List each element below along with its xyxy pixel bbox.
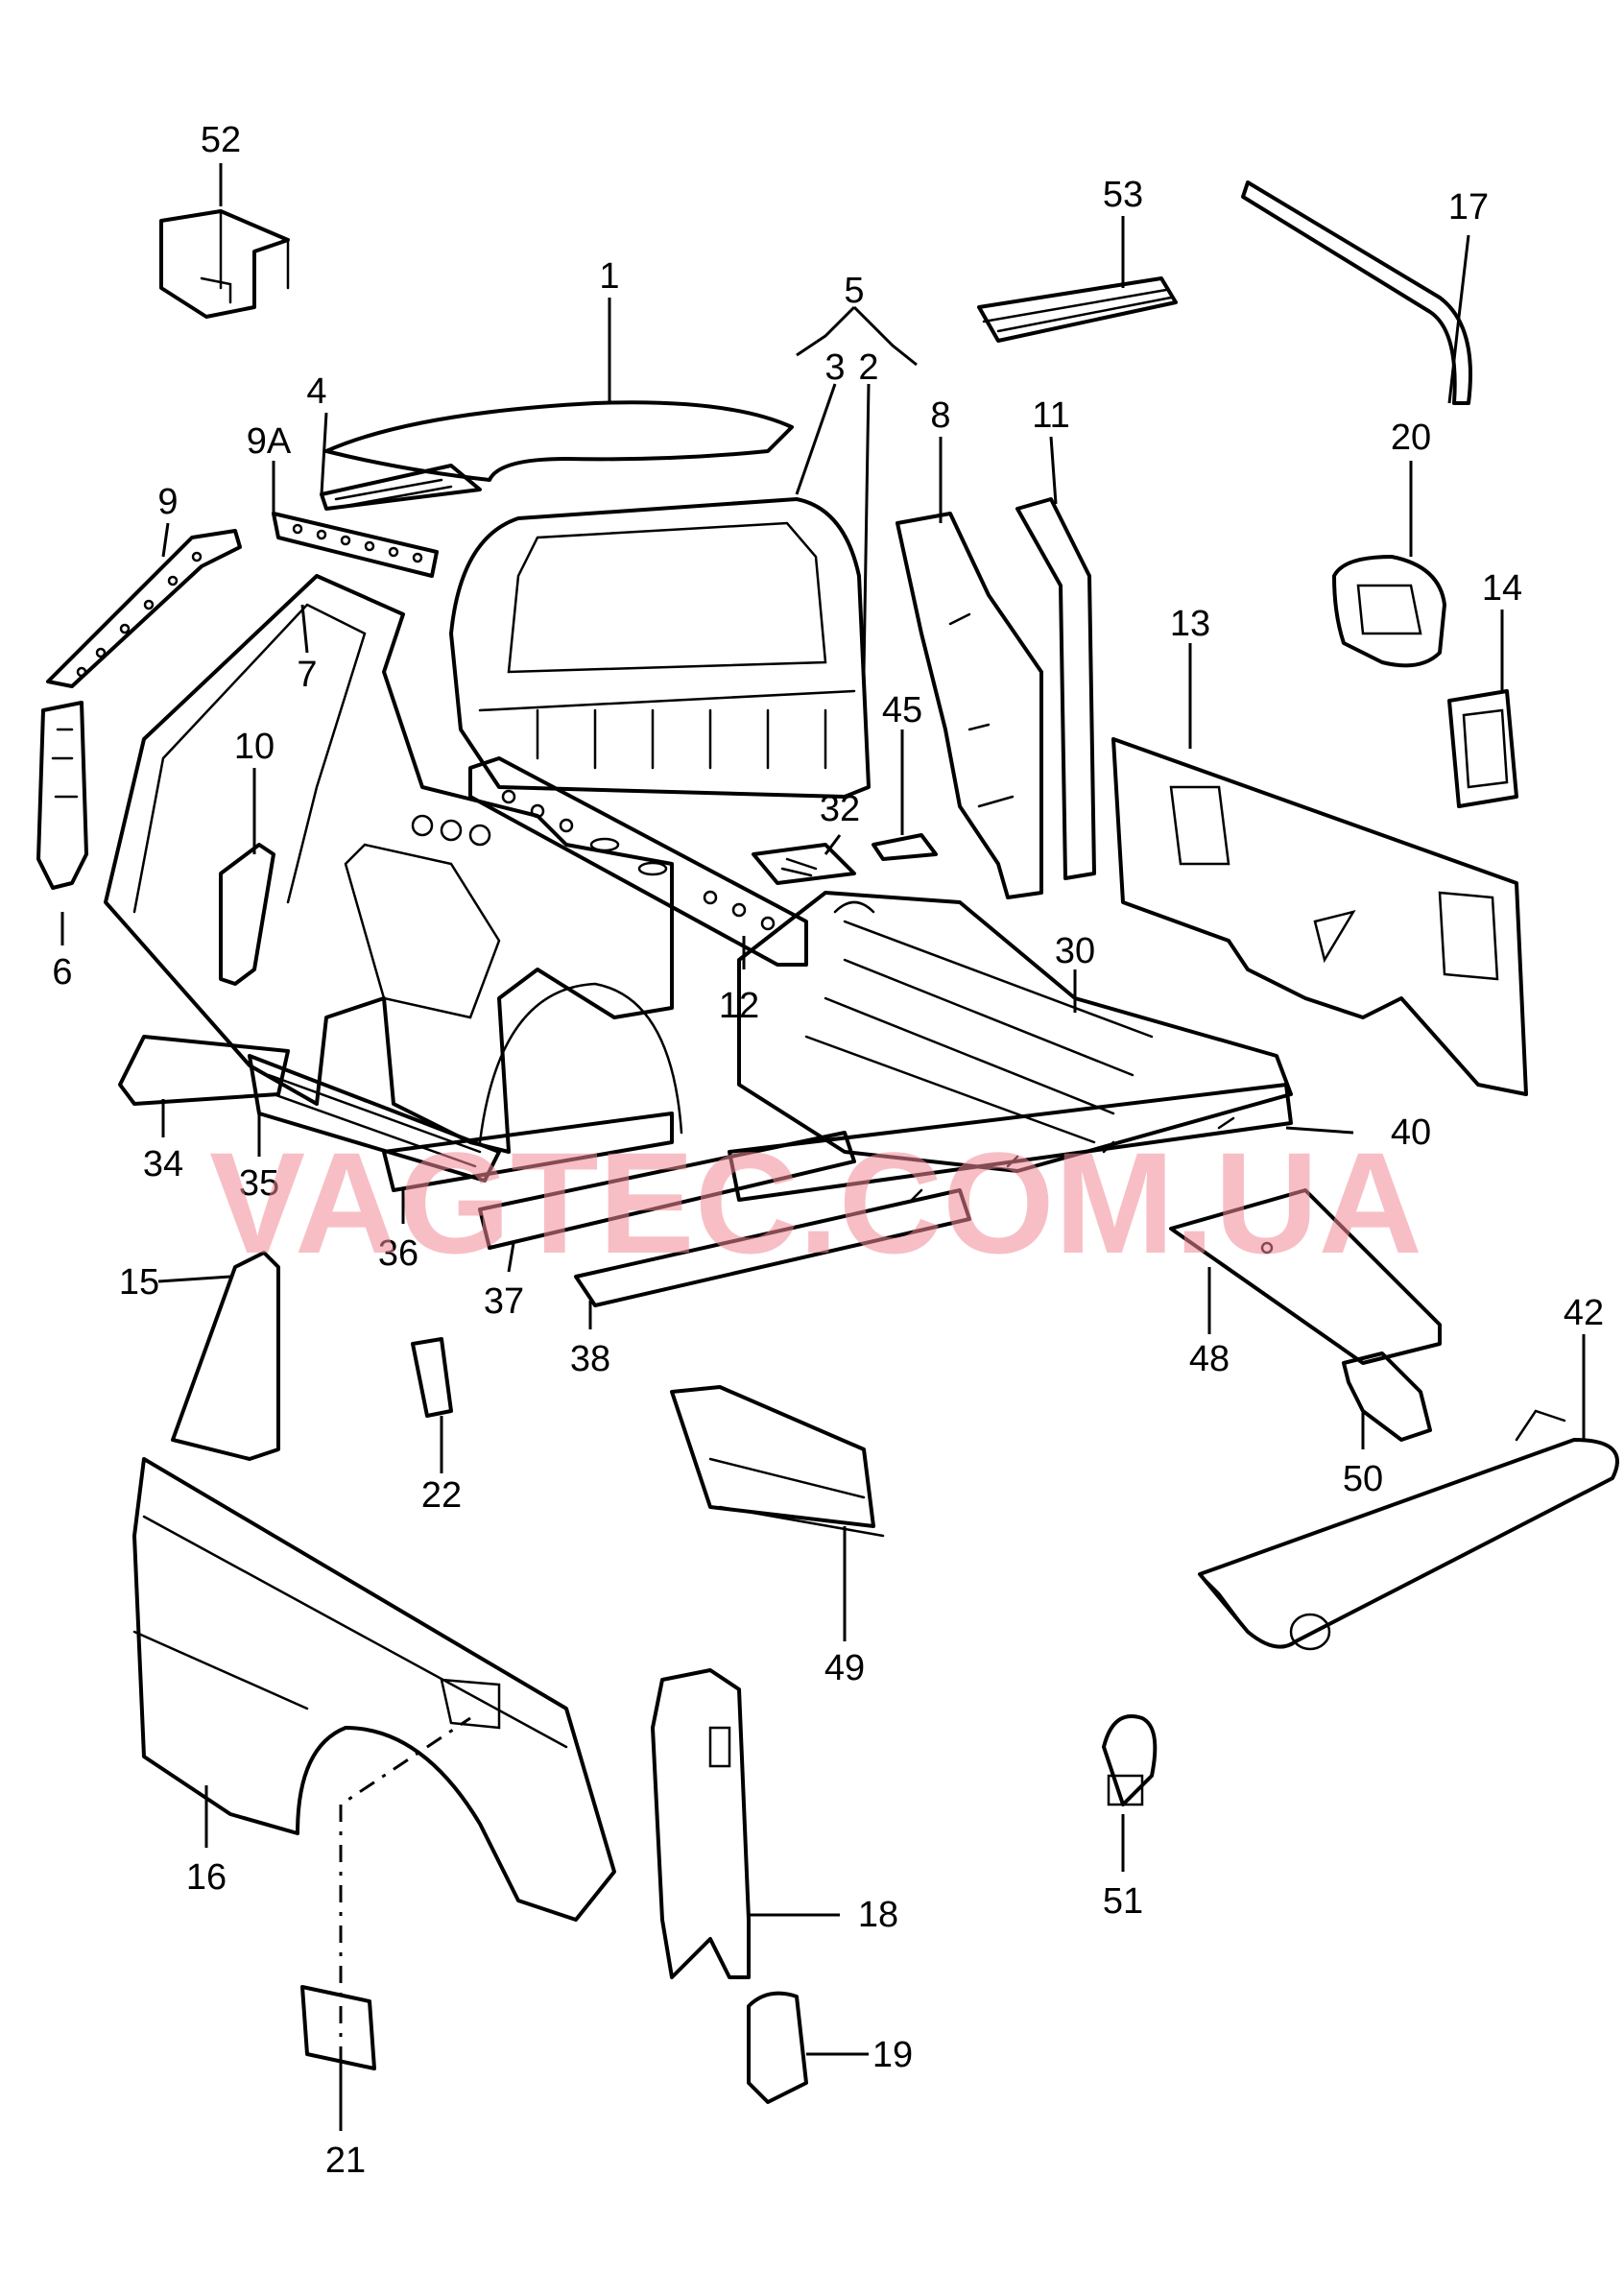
callout-15: 15 — [119, 1262, 159, 1303]
part-19-cap — [747, 1991, 808, 2104]
part-12-rail — [468, 756, 808, 967]
callout-53: 53 — [1103, 175, 1143, 215]
part-50-bracket — [1342, 1351, 1432, 1442]
part-45-plate — [872, 833, 938, 861]
part-35-sill — [248, 1054, 501, 1183]
part-10-pocket — [219, 843, 275, 986]
callout-42: 42 — [1564, 1293, 1604, 1333]
part-32-floor-patch — [752, 843, 856, 885]
callout-17: 17 — [1448, 187, 1489, 227]
callout-21: 21 — [325, 2141, 366, 2181]
part-6-pillar-bracket — [36, 701, 88, 890]
part-8-inner-pillar — [896, 512, 1043, 899]
callout-14: 14 — [1482, 568, 1522, 609]
part-18-pillar-panel — [651, 1668, 751, 1979]
part-53-sill-trim — [977, 276, 1178, 343]
part-42-rear-crossmember — [1198, 1409, 1619, 1651]
part-36-rail — [382, 1112, 674, 1192]
part-20-grommet — [1332, 555, 1446, 668]
callout-45: 45 — [882, 690, 922, 730]
part-9-pillar-strip — [46, 529, 242, 688]
callout-40: 40 — [1391, 1112, 1431, 1153]
part-34-sill — [118, 1035, 290, 1106]
part-9a-perforated-strip — [272, 512, 439, 578]
part-4-roof-strip — [320, 464, 482, 511]
watermark-text: VAGTEC.COM.UA — [209, 1122, 1422, 1283]
part-13-rear-wall — [1111, 737, 1528, 1096]
part-14-cover-plate — [1447, 689, 1518, 808]
callout-52: 52 — [201, 120, 241, 160]
callout-7: 7 — [297, 655, 317, 695]
callout-5: 5 — [844, 271, 864, 311]
callout-12: 12 — [719, 986, 759, 1026]
part-22-small-plate — [411, 1337, 453, 1418]
callout-20: 20 — [1391, 418, 1431, 458]
part-16-rear-quarter-panel — [132, 1457, 616, 1922]
callout-9: 9 — [157, 482, 178, 522]
callout-30: 30 — [1055, 931, 1095, 971]
part-1-roof-panel — [324, 400, 794, 482]
part-51-tie-down — [1102, 1714, 1158, 1806]
callout-16: 16 — [186, 1857, 227, 1898]
part-21-fuel-door — [300, 1985, 376, 2070]
callout-36: 36 — [378, 1233, 418, 1274]
callout-8: 8 — [930, 395, 950, 436]
callout-35: 35 — [239, 1163, 279, 1204]
callout-34: 34 — [143, 1144, 183, 1184]
callout-19: 19 — [872, 2035, 913, 2075]
callout-3: 3 — [824, 347, 845, 388]
part-52-bracket — [159, 209, 290, 319]
part-38-rail — [574, 1188, 971, 1307]
callout-4: 4 — [306, 371, 326, 412]
callout-22: 22 — [421, 1475, 462, 1516]
callout-50: 50 — [1343, 1459, 1383, 1499]
part-7-side-panel — [104, 574, 683, 1154]
part-48-frame-rail — [1169, 1188, 1442, 1365]
callout-18: 18 — [858, 1895, 898, 1935]
callout-10: 10 — [234, 727, 275, 767]
part-30-bed-floor — [737, 891, 1293, 1173]
callout-13: 13 — [1170, 604, 1210, 644]
part-40-cross-rail — [728, 1083, 1293, 1202]
callout-9a: 9A — [247, 421, 292, 462]
part-2-3-cab-back-panel — [449, 497, 871, 799]
callout-37: 37 — [484, 1281, 524, 1322]
callout-49: 49 — [824, 1648, 865, 1688]
part-15-pillar-panel — [171, 1251, 280, 1461]
callout-32: 32 — [820, 789, 860, 829]
callout-38: 38 — [570, 1339, 610, 1379]
part-11-pillar-trim — [1015, 497, 1096, 880]
leader-lines — [60, 163, 1586, 2131]
callout-48: 48 — [1189, 1339, 1230, 1379]
callout-6: 6 — [52, 952, 72, 993]
callout-1: 1 — [599, 256, 619, 297]
part-49-bracket — [670, 1385, 885, 1538]
callout-labels: 52 1 5 3 2 4 9A 9 7 6 10 8 11 53 17 20 1… — [52, 120, 1604, 2181]
part-17-molding-strip — [1241, 180, 1472, 405]
part-37-rail — [478, 1131, 856, 1250]
callout-2: 2 — [858, 347, 878, 388]
callout-51: 51 — [1103, 1881, 1143, 1922]
callout-11: 11 — [1032, 395, 1069, 436]
